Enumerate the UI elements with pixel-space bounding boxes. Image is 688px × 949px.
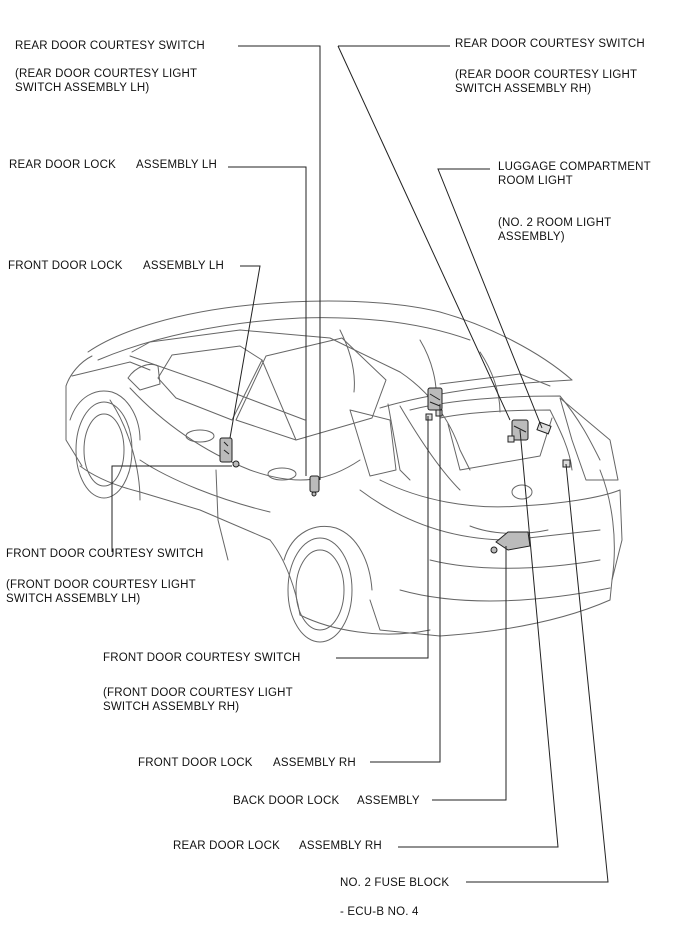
leader-front-courtesy-lh	[111, 465, 232, 552]
component-luggage-light	[536, 421, 552, 435]
label-rear-courtesy-switch-lh: REAR DOOR COURTESY SWITCH	[15, 40, 205, 52]
label-luggage-room-light: LUGGAGE COMPARTMENT ROOM LIGHT	[498, 161, 651, 187]
leader-lines	[111, 45, 609, 883]
label-rear-courtesy-switch-lh-sub: (REAR DOOR COURTESY LIGHT SWITCH ASSEMBL…	[15, 68, 198, 94]
leader-rear-courtesy-rh	[337, 45, 511, 421]
label-front-door-lock-rh: FRONT DOOR LOCK	[138, 757, 253, 769]
car-body-outline	[65, 300, 623, 643]
label-rear-door-lock-lh-b: ASSEMBLY LH	[136, 159, 218, 171]
label-fuse-block: NO. 2 FUSE BLOCK	[340, 877, 450, 889]
label-rear-door-lock-rh-b: ASSEMBLY RH	[299, 840, 382, 852]
label-rear-door-lock-rh: REAR DOOR LOCK	[173, 840, 280, 852]
label-front-door-lock-lh-b: ASSEMBLY LH	[143, 260, 225, 272]
leader-back-lock	[432, 546, 507, 801]
label-front-door-lock-lh: FRONT DOOR LOCK	[8, 260, 123, 272]
leader-fuse-block	[466, 463, 609, 883]
leader-rear-lock-lh	[228, 166, 307, 476]
component-rear-door-lock-rh	[427, 387, 443, 411]
component-back-door-lock	[490, 531, 531, 554]
label-front-courtesy-switch-rh: FRONT DOOR COURTESY SWITCH	[103, 652, 301, 664]
component-courtesy-switch-lh	[425, 409, 443, 421]
component-rear-door-lock-lh	[309, 475, 320, 497]
label-back-door-lock-b: ASSEMBLY	[357, 795, 420, 807]
leader-front-lock-rh	[370, 404, 441, 763]
label-luggage-room-light-sub: (NO. 2 ROOM LIGHT ASSEMBLY)	[498, 217, 612, 243]
label-rear-courtesy-switch-rh-sub: (REAR DOOR COURTESY LIGHT SWITCH ASSEMBL…	[455, 69, 638, 95]
label-back-door-lock: BACK DOOR LOCK	[233, 795, 340, 807]
label-rear-door-lock-lh: REAR DOOR LOCK	[9, 159, 116, 171]
leader-luggage-light	[437, 168, 543, 429]
label-front-door-lock-rh-b: ASSEMBLY RH	[273, 757, 356, 769]
label-front-courtesy-switch-lh-sub: (FRONT DOOR COURTESY LIGHT SWITCH ASSEMB…	[6, 579, 196, 605]
component-front-courtesy-switch-lh	[507, 435, 515, 443]
label-rear-courtesy-switch-rh: REAR DOOR COURTESY SWITCH	[455, 38, 645, 50]
leader-front-lock-lh	[229, 265, 261, 439]
leader-rear-courtesy-lh	[238, 45, 321, 480]
label-front-courtesy-switch-rh-sub: (FRONT DOOR COURTESY LIGHT SWITCH ASSEMB…	[103, 687, 293, 713]
label-front-courtesy-switch-lh: FRONT DOOR COURTESY SWITCH	[6, 548, 204, 560]
label-fuse-block-sub: - ECU-B NO. 4	[340, 906, 419, 918]
leader-rear-lock-rh	[398, 429, 559, 848]
component-front-door-lock-lh	[219, 437, 240, 468]
leader-front-courtesy-rh	[336, 416, 429, 659]
